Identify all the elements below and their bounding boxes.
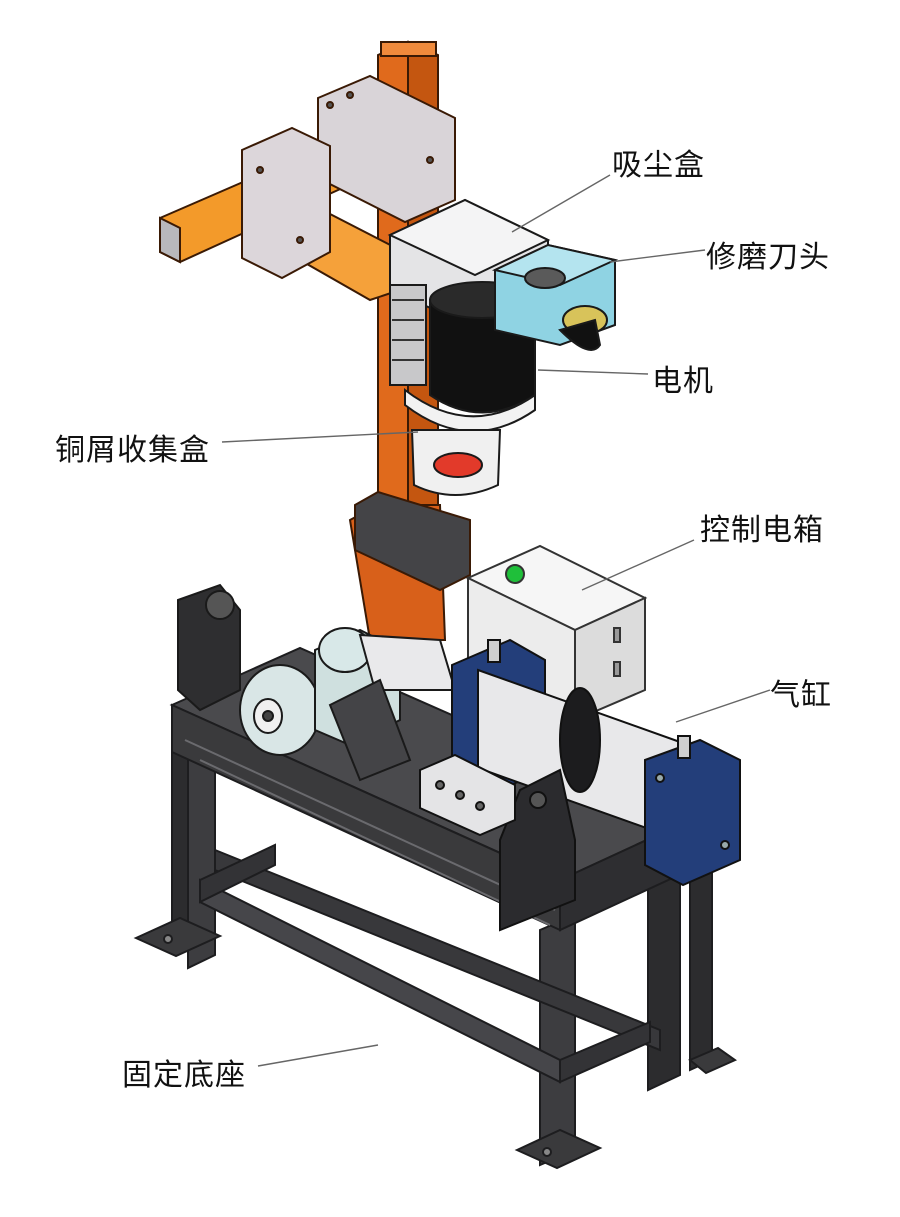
lower-cross-left	[199, 843, 276, 904]
label-base: 固定底座	[122, 1058, 246, 1093]
air-cylinder	[419, 638, 741, 932]
leg-back-right	[647, 864, 681, 1092]
lower-beam-back	[214, 848, 661, 1052]
dust-box-top	[387, 198, 551, 277]
foot-front-right	[514, 1128, 603, 1170]
leader-motor	[537, 369, 649, 375]
leader-chip-box	[221, 431, 419, 443]
column-assembly	[159, 40, 471, 657]
foot-left	[133, 916, 223, 958]
horizontal-arm-end	[159, 216, 181, 264]
label-motor: 电机	[652, 364, 714, 399]
left-fixture	[177, 583, 457, 782]
leg-right-rear	[689, 868, 713, 1072]
leader-lines	[221, 174, 771, 1067]
column-clamp	[354, 490, 471, 592]
leader-trim-cutter	[609, 249, 706, 263]
leader-base	[257, 1044, 379, 1067]
foot-back-right	[688, 1046, 738, 1075]
leader-dust-box	[511, 174, 611, 233]
cylinder-front-plate	[644, 738, 741, 887]
cutter-head-assembly	[387, 198, 619, 496]
indicator-light	[505, 564, 525, 584]
label-control-box: 控制电箱	[700, 513, 824, 548]
label-trim-cutter: 修磨刀头	[706, 240, 830, 275]
label-chip-box: 铜屑收集盒	[55, 433, 210, 468]
leg-front-right	[539, 913, 576, 1167]
label-cylinder: 气缸	[770, 678, 832, 713]
leader-control-box	[581, 539, 695, 591]
leader-cylinder	[675, 689, 771, 723]
chip-box-red-mesh	[433, 452, 483, 478]
label-dust-box: 吸尘盒	[612, 148, 705, 183]
lower-cross-right	[559, 1020, 651, 1084]
bracket-left	[241, 126, 331, 280]
